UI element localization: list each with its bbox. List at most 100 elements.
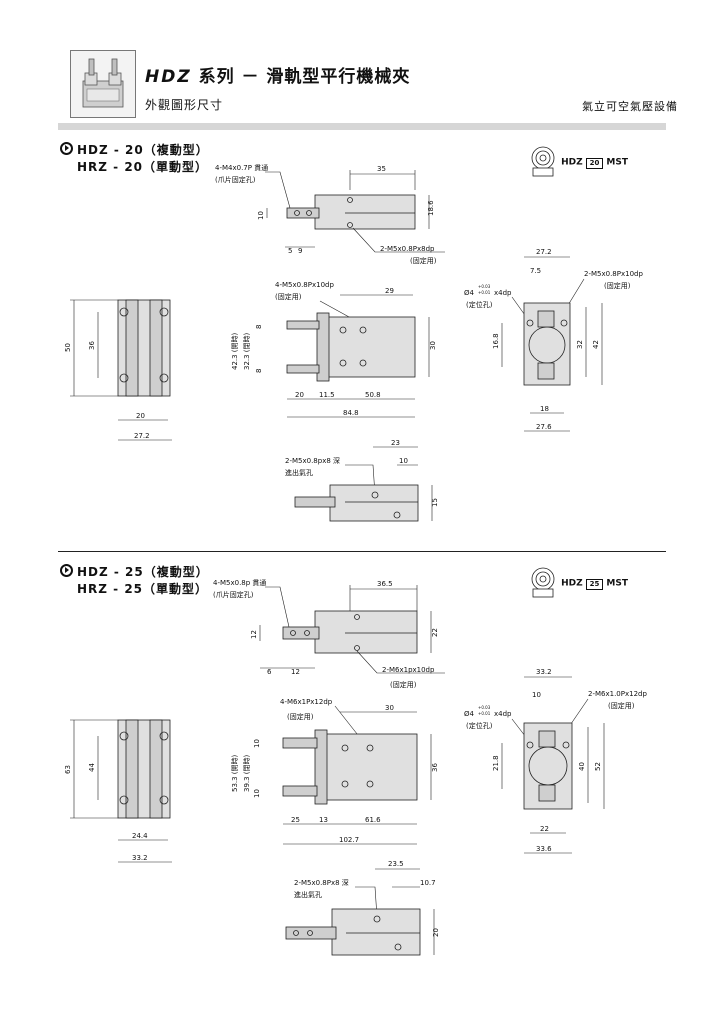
svg-text:2-M5x0.8px8 深: 2-M5x0.8px8 深 [285, 456, 340, 465]
svg-text:12: 12 [250, 630, 258, 639]
svg-text:9: 9 [298, 247, 302, 255]
svg-text:2-M6x1px10dp: 2-M6x1px10dp [382, 666, 435, 674]
svg-text:102.7: 102.7 [339, 836, 359, 844]
header-divider-bar [58, 123, 666, 130]
svg-text:18.6: 18.6 [427, 200, 435, 216]
svg-text:24.4: 24.4 [132, 832, 148, 840]
svg-text:40: 40 [578, 762, 586, 771]
cylinder-symbol-icon [531, 567, 555, 598]
svg-text:4-M6x1Px12dp: 4-M6x1Px12dp [280, 698, 333, 706]
svg-text:18: 18 [540, 405, 549, 413]
svg-text:(固定用): (固定用) [390, 680, 417, 689]
svg-text:(定位孔): (定位孔) [466, 300, 493, 309]
bullet-arrow-icon [60, 564, 73, 577]
section-divider [58, 551, 666, 552]
svg-text:Ø4: Ø4 [464, 710, 475, 718]
svg-text:(爪片固定孔): (爪片固定孔) [213, 590, 254, 599]
svg-text:36.5: 36.5 [377, 580, 393, 588]
right-view-drawing-hdz20: 27.2 7.5 2-M5x0.8Px10dp (固定用) +0.03 +0.0… [464, 248, 643, 432]
left-view-drawing-hdz20: 50 36 20 27.2 [64, 299, 172, 441]
svg-text:33.2: 33.2 [536, 668, 552, 676]
front-view-drawing-hdz20: 4-M5x0.8Px10dp (固定用) 29 30 42.3 (開時) 32.… [231, 281, 437, 418]
svg-text:61.6: 61.6 [365, 816, 381, 824]
page-title: HDZ 系列 － 滑軌型平行機械夾 [145, 62, 410, 87]
svg-text:7.5: 7.5 [530, 267, 541, 275]
svg-text:20: 20 [136, 412, 145, 420]
cylinder-symbol-icon [531, 146, 555, 177]
svg-text:2-M5x0.8Px10dp: 2-M5x0.8Px10dp [584, 270, 643, 278]
svg-text:10: 10 [253, 789, 261, 798]
svg-text:30: 30 [429, 341, 437, 350]
gripper-product-image [82, 58, 124, 108]
svg-text:進出氣孔: 進出氣孔 [294, 890, 322, 899]
svg-text:42: 42 [592, 340, 600, 349]
svg-text:33.6: 33.6 [536, 845, 552, 853]
svg-text:15: 15 [431, 498, 439, 507]
svg-text:16.8: 16.8 [492, 333, 500, 349]
svg-text:5: 5 [288, 247, 292, 255]
svg-text:Ø4: Ø4 [464, 289, 475, 297]
svg-text:x4dp: x4dp [494, 289, 512, 297]
svg-text:32.3 (閉時): 32.3 (閉時) [243, 332, 251, 370]
svg-text:(固定用): (固定用) [287, 712, 314, 721]
svg-text:36: 36 [88, 341, 96, 350]
svg-text:20: 20 [295, 391, 304, 399]
svg-text:4-M5x0.8p 貫通: 4-M5x0.8p 貫通 [213, 578, 266, 587]
svg-text:2-M5x0.8Px8 深: 2-M5x0.8Px8 深 [294, 878, 349, 887]
section-title-hdz20: HDZ - 20（複動型） HRZ - 20（單動型） [60, 142, 209, 176]
svg-text:(固定用): (固定用) [604, 281, 631, 290]
svg-text:(固定用): (固定用) [410, 256, 437, 265]
series-title: 系列 － 滑軌型平行機械夾 [198, 67, 411, 87]
svg-text:29: 29 [385, 287, 394, 295]
left-view-drawing-hdz25: 63 44 24.4 33.2 [64, 719, 172, 863]
svg-text:50: 50 [64, 343, 72, 352]
svg-text:23.5: 23.5 [388, 860, 404, 868]
svg-text:4-M4x0.7P 貫通: 4-M4x0.7P 貫通 [215, 163, 268, 172]
svg-text:2-M6x1.0Px12dp: 2-M6x1.0Px12dp [588, 690, 647, 698]
svg-text:32: 32 [576, 340, 584, 349]
svg-text:63: 63 [64, 765, 72, 774]
svg-text:+0.01: +0.01 [478, 711, 491, 716]
svg-text:11.5: 11.5 [319, 391, 335, 399]
svg-text:(固定用): (固定用) [275, 292, 302, 301]
svg-text:(定位孔): (定位孔) [466, 721, 493, 730]
svg-text:x4dp: x4dp [494, 710, 512, 718]
svg-text:6: 6 [267, 668, 272, 676]
bottom-view-drawing-hdz20: 23 10 2-M5x0.8px8 深 進出氣孔 15 [285, 439, 439, 522]
svg-text:10: 10 [399, 457, 408, 465]
svg-text:33.2: 33.2 [132, 854, 148, 862]
top-view-drawing-hdz25: 4-M5x0.8p 貫通 (爪片固定孔) 36.5 22 12 6 12 2-M… [213, 578, 445, 689]
svg-text:8: 8 [255, 325, 263, 329]
svg-text:35: 35 [377, 165, 386, 173]
svg-text:27.6: 27.6 [536, 423, 552, 431]
svg-text:27.2: 27.2 [536, 248, 552, 256]
company-name: 氣立可空氣壓設備 [582, 100, 678, 113]
svg-text:36: 36 [431, 763, 439, 772]
top-view-drawing-hdz20: 4-M4x0.7P 貫通 (爪片固定孔) 35 18.6 10 5 9 2-M5… [215, 163, 445, 265]
svg-text:進出氣孔: 進出氣孔 [285, 468, 313, 477]
svg-text:22: 22 [540, 825, 549, 833]
svg-text:10.7: 10.7 [420, 879, 436, 887]
svg-text:10: 10 [253, 739, 261, 748]
svg-text:8: 8 [255, 369, 263, 373]
bullet-arrow-icon [60, 142, 73, 155]
page-subtitle: 外觀圖形尺寸 [145, 98, 224, 112]
svg-text:+0.03: +0.03 [478, 284, 491, 289]
svg-text:30: 30 [385, 704, 394, 712]
svg-text:2-M5x0.8Px8dp: 2-M5x0.8Px8dp [380, 245, 435, 253]
svg-text:4-M5x0.8Px10dp: 4-M5x0.8Px10dp [275, 281, 334, 289]
svg-text:10: 10 [532, 691, 541, 699]
svg-text:44: 44 [88, 763, 96, 772]
svg-text:25: 25 [291, 816, 300, 824]
svg-text:39.3 (閉時): 39.3 (閉時) [243, 754, 251, 792]
section-title-hdz25: HDZ - 25（複動型） HRZ - 25（單動型） [60, 564, 209, 598]
series-model: HDZ [145, 67, 192, 87]
svg-text:21.8: 21.8 [492, 755, 500, 771]
svg-text:+0.01: +0.01 [478, 290, 491, 295]
svg-text:12: 12 [291, 668, 300, 676]
bottom-view-drawing-hdz25: 23.5 10.7 2-M5x0.8Px8 深 進出氣孔 20 [285, 860, 440, 956]
svg-text:42.3 (開時): 42.3 (開時) [231, 332, 239, 370]
svg-text:(爪片固定孔): (爪片固定孔) [215, 175, 256, 184]
svg-text:(固定用): (固定用) [608, 701, 635, 710]
